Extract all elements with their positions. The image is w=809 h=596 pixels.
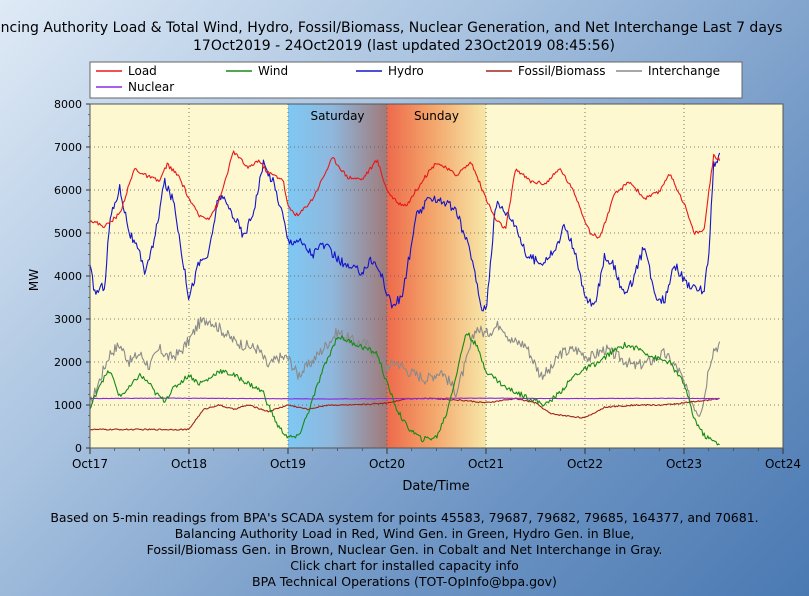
- y-tick-label: 2000: [54, 356, 82, 369]
- footer-line-colors-2: Fossil/Biomass Gen. in Brown, Nuclear Ge…: [146, 542, 663, 557]
- footer-line-colors-1: Balancing Authority Load in Red, Wind Ge…: [174, 526, 635, 541]
- series-line-nuclear: [90, 397, 720, 400]
- weekend-band-sunday: [387, 104, 486, 448]
- y-tick-label: 5000: [54, 227, 82, 240]
- legend: Load Wind Hydro Fossil/Biomass InterchangeNu…: [89, 61, 743, 99]
- series-line-hydro: [90, 152, 721, 312]
- chart-title: Balancing Authority Load & Total Wind, H…: [0, 20, 782, 36]
- series-line-load: [90, 150, 721, 239]
- chart[interactable]: Balancing Authority Load & Total Wind, H…: [0, 0, 809, 510]
- footer-capacity-link[interactable]: Click chart for installed capacity info: [290, 558, 519, 573]
- chart-subtitle: 17Oct2019 - 24Oct2019 (last updated 23Oc…: [193, 38, 615, 54]
- x-tick-label: Oct23: [666, 457, 702, 471]
- legend-label: Fossil/Biomass: [518, 64, 606, 78]
- series-line-interchange: [90, 316, 721, 417]
- legend-label: Load: [128, 64, 157, 78]
- footer-line-source: Based on 5-min readings from BPA's SCADA…: [50, 510, 759, 525]
- footer: Based on 5-min readings from BPA's SCADA…: [0, 510, 809, 590]
- x-tick-label: Oct21: [468, 457, 504, 471]
- y-tick-label: 7000: [54, 141, 82, 154]
- y-tick-label: 4000: [54, 270, 82, 283]
- weekend-band-label: Saturday: [310, 109, 364, 123]
- x-tick-label: Oct24: [765, 457, 801, 471]
- legend-label: Nuclear: [128, 80, 174, 94]
- y-tick-label: 8000: [54, 98, 82, 111]
- x-tick-label: Oct20: [369, 457, 405, 471]
- footer-contact: BPA Technical Operations (TOT-OpInfo@bpa…: [252, 574, 557, 589]
- x-tick-label: Oct17: [72, 457, 108, 471]
- y-axis-label: MW: [27, 269, 41, 291]
- legend-label: Hydro: [388, 64, 424, 78]
- legend-label: Interchange: [648, 64, 720, 78]
- y-tick-label: 6000: [54, 184, 82, 197]
- x-tick-label: Oct19: [270, 457, 306, 471]
- y-tick-label: 3000: [54, 313, 82, 326]
- y-tick-label: 1000: [54, 399, 82, 412]
- x-axis-label: Date/Time: [402, 479, 469, 494]
- weekend-band-label: Sunday: [414, 109, 459, 123]
- x-tick-label: Oct18: [171, 457, 207, 471]
- legend-label: Wind: [258, 64, 288, 78]
- x-tick-label: Oct22: [567, 457, 603, 471]
- series-line-wind: [90, 332, 720, 446]
- y-tick-label: 0: [75, 442, 82, 455]
